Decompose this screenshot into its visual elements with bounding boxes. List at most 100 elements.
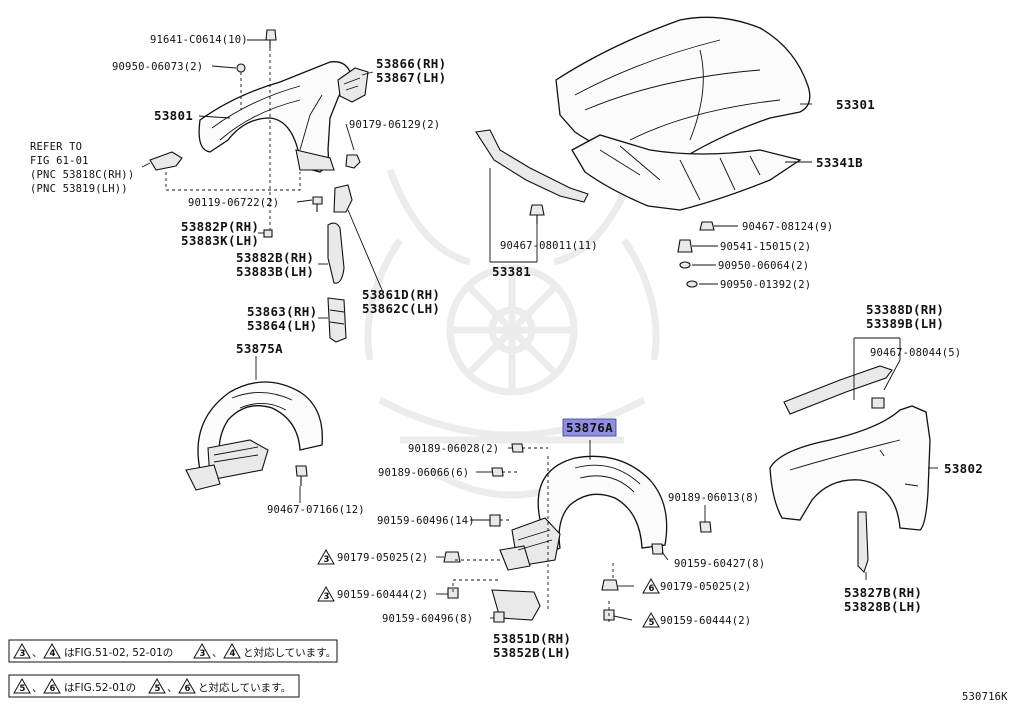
refer-line-2: FIG 61-01 <box>30 155 89 167</box>
mudguard-53827b[interactable] <box>857 511 869 574</box>
nut-90179-05025b[interactable] <box>601 579 619 591</box>
svg-text:5: 5 <box>649 618 655 628</box>
part-labels: 91641-C0614(10) 90950-06073(2) 53866(RH)… <box>30 34 983 660</box>
svg-text:4: 4 <box>230 649 236 659</box>
label-53883k[interactable]: 53883K(LH) <box>181 233 259 248</box>
highlight-53876a <box>562 418 617 437</box>
screw-90119[interactable] <box>312 196 323 212</box>
screw-90159-60444a[interactable] <box>447 587 459 599</box>
fender-apron-53801[interactable] <box>198 61 351 173</box>
cushion-90541[interactable] <box>677 239 693 253</box>
svg-text:、: 、 <box>167 682 178 694</box>
nut-90179-05025a[interactable] <box>443 551 461 563</box>
nut-90179-06129[interactable] <box>345 154 361 169</box>
leader-lines <box>141 39 938 621</box>
label-53862c[interactable]: 53862C(LH) <box>362 301 440 316</box>
seal-53882b[interactable] <box>327 222 345 284</box>
svg-text:6: 6 <box>185 684 191 694</box>
clip-90467-08011[interactable] <box>529 204 545 224</box>
label-53802[interactable]: 53802 <box>944 461 983 476</box>
label-53863[interactable]: 53863(RH) <box>247 304 317 319</box>
triangle-5-icon: 5 <box>642 611 660 628</box>
label-90467-08011[interactable]: 90467-08011(11) <box>500 240 598 252</box>
label-90179-05025a[interactable]: 90179-05025(2) <box>337 552 428 564</box>
figure-code: 530716K <box>962 691 1008 703</box>
label-90189-06013[interactable]: 90189-06013(8) <box>668 492 759 504</box>
svg-text:4: 4 <box>50 649 56 659</box>
clip-53882p[interactable] <box>263 229 273 238</box>
label-90189-06028[interactable]: 90189-06028(2) <box>408 443 499 455</box>
label-90159-60496b[interactable]: 90159-60496(8) <box>382 613 473 625</box>
label-53866[interactable]: 53866(RH) <box>376 56 446 71</box>
label-53301[interactable]: 53301 <box>836 97 875 112</box>
note-1-end: と対応しています。 <box>243 646 336 659</box>
label-90950-06064[interactable]: 90950-06064(2) <box>718 260 809 272</box>
refer-line-4: (PNC 53819(LH)) <box>30 183 128 195</box>
clip-53818c[interactable] <box>149 151 183 171</box>
label-90179-05025b[interactable]: 90179-05025(2) <box>660 581 751 593</box>
moulding-53388d[interactable] <box>783 365 893 415</box>
front-fender-53802[interactable] <box>769 405 931 531</box>
label-90950-01392[interactable]: 90950-01392(2) <box>720 279 811 291</box>
label-90159-60444a[interactable]: 90159-60444(2) <box>337 589 428 601</box>
washer-90950-01392[interactable] <box>686 280 698 288</box>
label-90159-60496a[interactable]: 90159-60496(14) <box>377 515 475 527</box>
label-53801[interactable]: 53801 <box>154 108 193 123</box>
svg-text:5: 5 <box>20 684 26 694</box>
svg-text:3: 3 <box>324 555 330 565</box>
label-53867[interactable]: 53867(LH) <box>376 70 446 85</box>
weatherstrip-53381[interactable] <box>475 129 589 203</box>
label-90541[interactable]: 90541-15015(2) <box>720 241 811 253</box>
clip-90467-08044[interactable] <box>871 397 885 409</box>
label-53875a[interactable]: 53875A <box>236 341 283 356</box>
label-53827b[interactable]: 53827B(RH) <box>844 585 922 600</box>
label-90950-06073[interactable]: 90950-06073(2) <box>112 61 203 73</box>
label-90189-06066[interactable]: 90189-06066(6) <box>378 467 469 479</box>
svg-text:3: 3 <box>200 649 206 659</box>
washer-90950[interactable] <box>236 63 246 73</box>
fender-apron-group <box>149 29 369 343</box>
screw-90159-60496b[interactable] <box>493 611 505 623</box>
label-90179-06129[interactable]: 90179-06129(2) <box>349 119 440 131</box>
bracket-53861d[interactable] <box>333 184 353 213</box>
liner-53876a[interactable] <box>491 455 668 621</box>
screw-90189-06028[interactable] <box>511 443 524 453</box>
bracket-53866[interactable] <box>337 67 369 103</box>
note-2-text: はFIG.52-01の <box>64 682 136 694</box>
screw-90189-06013[interactable] <box>699 521 712 533</box>
label-53882p[interactable]: 53882P(RH) <box>181 219 259 234</box>
screw-90159-60496[interactable] <box>489 514 501 527</box>
label-53388d[interactable]: 53388D(RH) <box>866 302 944 317</box>
triangle-6-icon: 6 <box>642 577 660 594</box>
washer-90950-06064[interactable] <box>679 261 691 269</box>
screw-90159-60427[interactable] <box>651 543 664 555</box>
triangle-3-icon: 3 <box>317 548 335 565</box>
note-2-end: と対応しています。 <box>198 681 291 694</box>
label-90467-08044[interactable]: 90467-08044(5) <box>870 347 961 359</box>
label-90119[interactable]: 90119-06722(2) <box>188 197 279 209</box>
label-90159-60427[interactable]: 90159-60427(8) <box>674 558 765 570</box>
label-53864[interactable]: 53864(LH) <box>247 318 317 333</box>
label-53882b[interactable]: 53882B(RH) <box>236 250 314 265</box>
liner-53875a[interactable] <box>185 381 323 491</box>
label-53876a[interactable]: 53876A <box>566 420 613 435</box>
bolt-91641[interactable] <box>265 29 277 48</box>
screw-90189-06066[interactable] <box>491 467 504 477</box>
label-53828b[interactable]: 53828B(LH) <box>844 599 922 614</box>
note-box-1: 3 、 4 はFIG.51-02, 52-01の 3 、 4 と対応しています。 <box>8 639 338 663</box>
label-triangles: 3 3 6 5 <box>317 548 660 628</box>
label-53341b[interactable]: 53341B <box>816 155 863 170</box>
label-53389b[interactable]: 53389B(LH) <box>866 316 944 331</box>
hood-group <box>475 16 811 288</box>
label-53861d[interactable]: 53861D(RH) <box>362 287 440 302</box>
label-53852b[interactable]: 53852B(LH) <box>493 645 571 660</box>
label-53851d[interactable]: 53851D(RH) <box>493 631 571 646</box>
bracket-53863[interactable] <box>327 297 347 343</box>
label-90159-60444b[interactable]: 90159-60444(2) <box>660 615 751 627</box>
label-90467-08124[interactable]: 90467-08124(9) <box>742 221 833 233</box>
clip-90467-08124[interactable] <box>699 221 715 231</box>
label-53883b[interactable]: 53883B(LH) <box>236 264 314 279</box>
label-53381[interactable]: 53381 <box>492 264 531 279</box>
label-90467-07166[interactable]: 90467-07166(12) <box>267 504 365 516</box>
label-91641[interactable]: 91641-C0614(10) <box>150 34 248 46</box>
